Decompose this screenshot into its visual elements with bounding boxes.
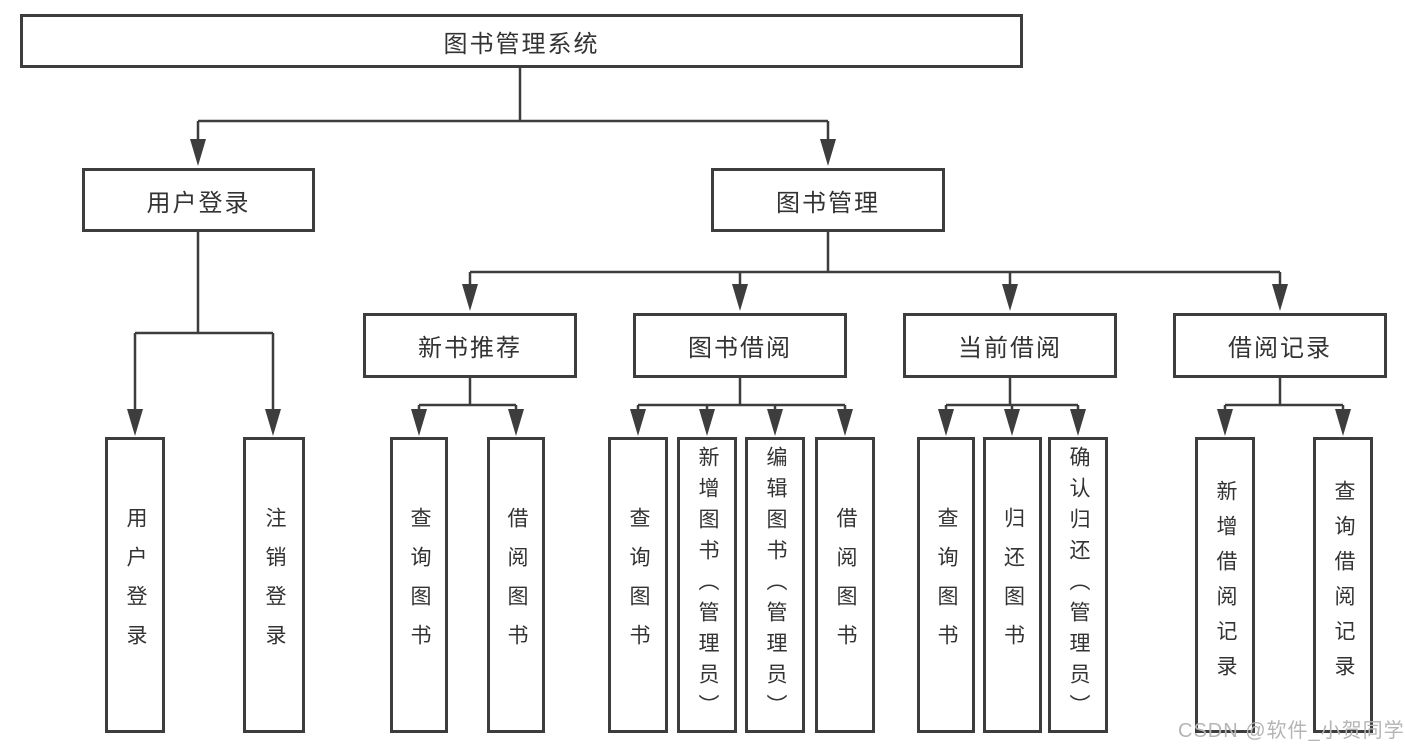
node-user-login: 用户登录 <box>82 168 315 232</box>
leaf-logout: 注销登录 <box>243 437 305 733</box>
arrowheads <box>127 139 1351 436</box>
node-current-borrow: 当前借阅 <box>903 313 1117 378</box>
leaf-return-books: 归还图书 <box>983 437 1042 733</box>
node-book-borrow: 图书借阅 <box>633 313 847 378</box>
leaf-borrow-books: 借阅图书 <box>815 437 875 733</box>
leaf-edit-books-admin: 编辑图书（管理员） <box>745 437 805 733</box>
node-book-management: 图书管理 <box>711 168 945 232</box>
leaf-borrow-query-books: 查询图书 <box>608 437 668 733</box>
csdn-watermark: CSDN @软件_小贺同学 <box>1178 720 1405 742</box>
node-root-system: 图书管理系统 <box>20 14 1023 68</box>
leaf-add-borrow-record: 新增借阅记录 <box>1195 437 1255 733</box>
leaf-user-login: 用户登录 <box>105 437 165 733</box>
node-new-book-recommend: 新书推荐 <box>363 313 577 378</box>
node-borrow-records: 借阅记录 <box>1173 313 1387 378</box>
leaf-recommend-query-books: 查询图书 <box>390 437 448 733</box>
leaf-current-query-books: 查询图书 <box>917 437 975 733</box>
leaf-recommend-borrow-books: 借阅图书 <box>487 437 545 733</box>
leaf-confirm-return-admin: 确认归还（管理员） <box>1048 437 1108 733</box>
leaf-query-borrow-record: 查询借阅记录 <box>1313 437 1373 733</box>
leaf-add-books-admin: 新增图书（管理员） <box>677 437 737 733</box>
